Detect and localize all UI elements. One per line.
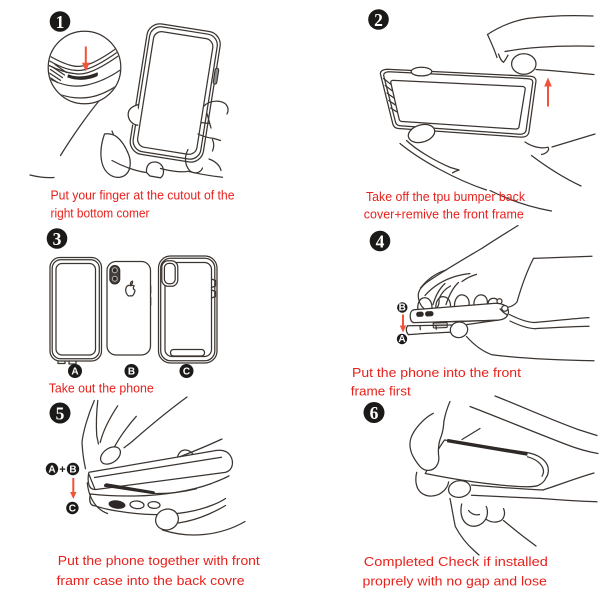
svg-text:5: 5 bbox=[56, 403, 65, 423]
svg-text:3: 3 bbox=[53, 229, 62, 249]
svg-text:Take out the phone: Take out the phone bbox=[49, 382, 154, 396]
svg-text:2: 2 bbox=[374, 10, 383, 30]
svg-text:right bottom comer: right bottom comer bbox=[51, 207, 150, 221]
svg-text:A: A bbox=[71, 367, 78, 378]
svg-text:1: 1 bbox=[56, 12, 65, 32]
svg-text:Put your finger at the cutout: Put your finger at the cutout of the bbox=[51, 188, 235, 202]
svg-text:Put the phone into the front: Put the phone into the front bbox=[352, 366, 522, 380]
svg-text:Take off the tpu bumper back: Take off the tpu bumper back bbox=[366, 190, 526, 204]
svg-text:+: + bbox=[59, 464, 65, 476]
svg-text:Put the phone together with fr: Put the phone together with front bbox=[58, 554, 261, 568]
svg-text:proprely with no gap and lose: proprely with no gap and lose bbox=[363, 574, 547, 588]
svg-text:4: 4 bbox=[376, 231, 385, 251]
svg-text:B: B bbox=[69, 464, 76, 475]
svg-text:C: C bbox=[183, 367, 190, 378]
svg-text:A: A bbox=[398, 334, 405, 345]
svg-text:B: B bbox=[399, 302, 406, 313]
svg-text:A: A bbox=[48, 464, 55, 475]
svg-text:Completed Check if installed: Completed Check if installed bbox=[364, 555, 548, 569]
svg-text:cover+remive the front frame: cover+remive the front frame bbox=[364, 207, 524, 221]
svg-text:framr case into the back covre: framr case into the back covre bbox=[57, 574, 245, 588]
svg-text:B: B bbox=[128, 367, 135, 378]
svg-text:6: 6 bbox=[370, 403, 379, 423]
svg-text:C: C bbox=[69, 503, 76, 514]
svg-text:frame first: frame first bbox=[351, 384, 412, 398]
